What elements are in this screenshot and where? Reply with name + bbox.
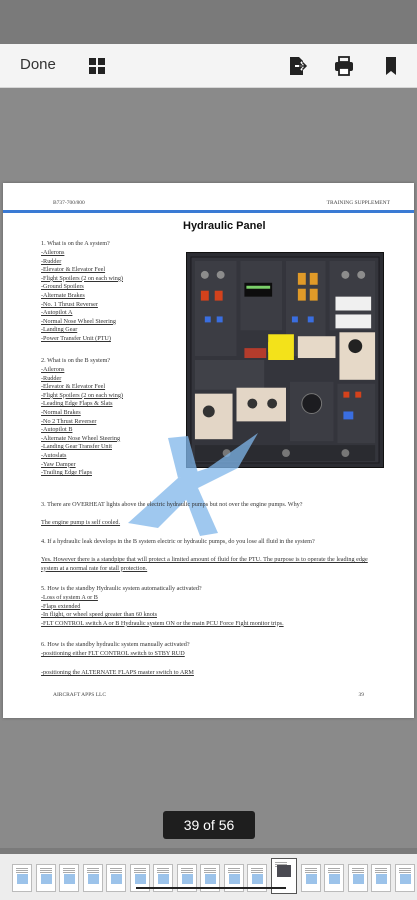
thumbnail-page[interactable]	[324, 864, 344, 892]
status-bar	[0, 0, 417, 44]
answer-item: -Landing Gear Transfer Unit	[41, 443, 112, 451]
answer-item: -Flight Spoilers (2 on each wing)	[41, 391, 123, 399]
answer-item: -Power Transfer Unit (PTU)	[41, 335, 111, 342]
thumbnail-page[interactable]	[82, 864, 103, 892]
answer-4: Yes. However there is a standpipe that w…	[41, 556, 368, 572]
page-counter: 39 of 56	[163, 811, 255, 839]
answer-item: -Yaw Damper	[41, 460, 76, 468]
thumbnail-page[interactable]	[247, 864, 267, 892]
answer-item: -Landing Gear	[41, 326, 78, 334]
thumbnail-page[interactable]	[371, 864, 391, 892]
thumbnail-page[interactable]	[153, 864, 173, 892]
answer-item: -Rudder	[41, 374, 62, 382]
answer-item: -Flight Spoilers (2 on each wing)	[41, 274, 123, 282]
answer-item: -Leading Edge Flaps & Slats	[41, 400, 113, 408]
answer-item: -Ground Spoilers	[41, 283, 84, 291]
answer-3: The engine pump is self cooled.	[41, 519, 121, 526]
page-header-left: B737-700/800	[53, 200, 85, 206]
question-5: 5. How is the standby Hydraulic system a…	[41, 585, 202, 592]
answer-item: -Autopilot B	[41, 426, 73, 434]
hydraulic-panel-photo	[186, 252, 384, 468]
answer-item: -Rudder	[41, 257, 62, 265]
page-header-right: TRAINING SUPPLEMENT	[326, 200, 390, 206]
answer-6-1: -positioning either FLT CONTROL switch t…	[41, 650, 185, 657]
thumbnail-page[interactable]	[347, 864, 368, 892]
thumbnail-page[interactable]	[200, 864, 220, 892]
print-icon[interactable]	[333, 55, 355, 77]
thumbnail-scrubber[interactable]	[136, 887, 286, 889]
watermark-plane-logo	[128, 433, 258, 536]
answer-item: -Ailerons	[41, 249, 65, 256]
thumbnail-page[interactable]	[129, 864, 150, 892]
thumbnail-page[interactable]	[300, 864, 321, 892]
thumbnail-page[interactable]	[176, 864, 197, 892]
answer-item: -Flaps extended	[41, 602, 81, 610]
document-page[interactable]: B737-700/800 TRAINING SUPPLEMENT Hydraul…	[3, 183, 414, 718]
answer-item: -Alternate Brakes	[41, 292, 85, 299]
thumbnail-page[interactable]	[394, 864, 415, 892]
answer-item: -Autoslats	[41, 452, 67, 459]
header-rule	[3, 210, 414, 213]
answer-item: -Trailing Edge Flaps	[41, 469, 92, 477]
answer-6-2: -positioning the ALTERNATE FLAPS master …	[41, 669, 194, 676]
answer-item: -FLT CONTROL switch A or B Hydraulic sys…	[41, 619, 284, 627]
thumbnail-page[interactable]	[59, 864, 79, 892]
thumbnail-page[interactable]	[35, 864, 56, 892]
grid-icon[interactable]	[86, 55, 108, 77]
answer-item: -Ailerons	[41, 366, 65, 373]
page-number: 39	[358, 692, 365, 698]
answer-item: -Elevator & Elevator Feel	[41, 383, 106, 391]
question-4: 4. If a hydraulic leak develops in the B…	[41, 538, 315, 545]
question-2: 2. What is on the B system?	[41, 357, 111, 364]
thumbnail-page[interactable]	[223, 864, 244, 892]
thumbnail-page[interactable]	[12, 864, 32, 892]
answer-item: -Alternate Nose Wheel Steering	[41, 434, 121, 442]
done-button[interactable]: Done	[20, 56, 56, 73]
answer-item: -Normal Nose Wheel Steering	[41, 317, 116, 325]
bookmark-icon[interactable]	[380, 55, 402, 77]
question-3: 3. There are OVERHEAT lights above the e…	[41, 501, 303, 508]
toolbar: Done	[0, 44, 417, 88]
question-6: 6. How is the standby hydraulic system m…	[41, 641, 190, 648]
thumbnail-page[interactable]	[106, 864, 126, 892]
export-icon[interactable]	[286, 55, 308, 77]
answer-item: -Normal Brakes	[41, 409, 81, 416]
thumbnail-strip[interactable]	[0, 854, 417, 900]
answer-item: -In flight, or wheel speed greater than …	[41, 611, 157, 619]
answer-item: -Autopilot A	[41, 309, 73, 317]
page-footer-left: AIRCRAFT APPS LLC	[53, 692, 107, 698]
answer-item: -No 2 Thrust Reverser	[41, 417, 97, 425]
answer-item: -Elevator & Elevator Feel	[41, 266, 106, 274]
answer-item: -No. 1 Thrust Reverser	[41, 300, 98, 308]
question-1: 1. What is on the A system?	[41, 240, 110, 247]
page-title: Hydraulic Panel	[183, 220, 266, 232]
answer-item: -Loss of system A or B	[41, 594, 98, 601]
